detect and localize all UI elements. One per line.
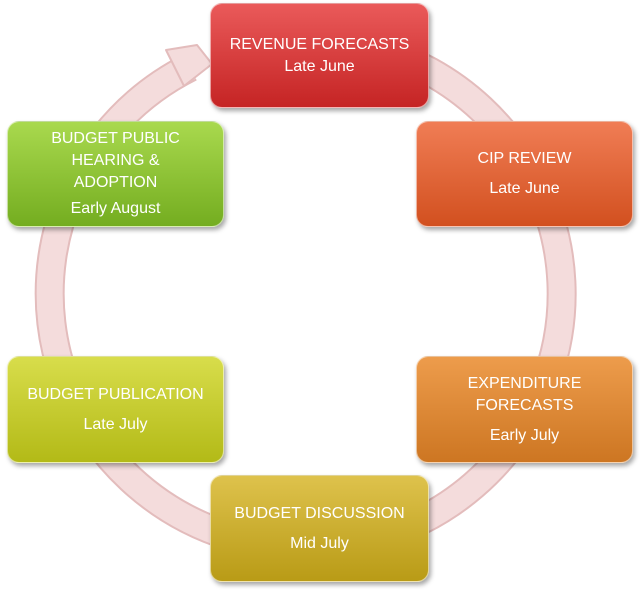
stage-date: Early July xyxy=(489,426,560,444)
stage-budget-discussion: BUDGET DISCUSSION Mid July xyxy=(210,475,429,582)
stage-date: Early August xyxy=(70,200,161,217)
stage-revenue-forecasts: REVENUE FORECASTS Late June xyxy=(210,3,429,108)
stage-cip-review: CIP REVIEW Late June xyxy=(416,121,633,227)
stage-expenditure-forecasts: EXPENDITURE FORECASTS Early July xyxy=(416,356,633,463)
stage-budget-publication: BUDGET PUBLICATION Late July xyxy=(7,356,224,463)
stage-title: EXPENDITURE FORECASTS xyxy=(467,374,582,414)
stage-title: BUDGET PUBLICATION xyxy=(27,385,204,403)
stage-date: Mid July xyxy=(290,534,349,552)
stage-title: CIP REVIEW xyxy=(477,150,572,167)
stage-title: REVENUE FORECASTS xyxy=(229,35,410,53)
stage-title: BUDGET PUBLIC HEARING & ADOPTION xyxy=(51,130,180,191)
stage-public-hearing-adoption: BUDGET PUBLIC HEARING & ADOPTION Early A… xyxy=(7,121,224,227)
stage-date: Late June xyxy=(489,180,560,197)
stage-date: Late July xyxy=(83,415,148,433)
cycle-ring-arc-fill xyxy=(36,27,575,561)
stage-date: Late June xyxy=(284,57,355,75)
stage-title: BUDGET DISCUSSION xyxy=(234,504,405,522)
